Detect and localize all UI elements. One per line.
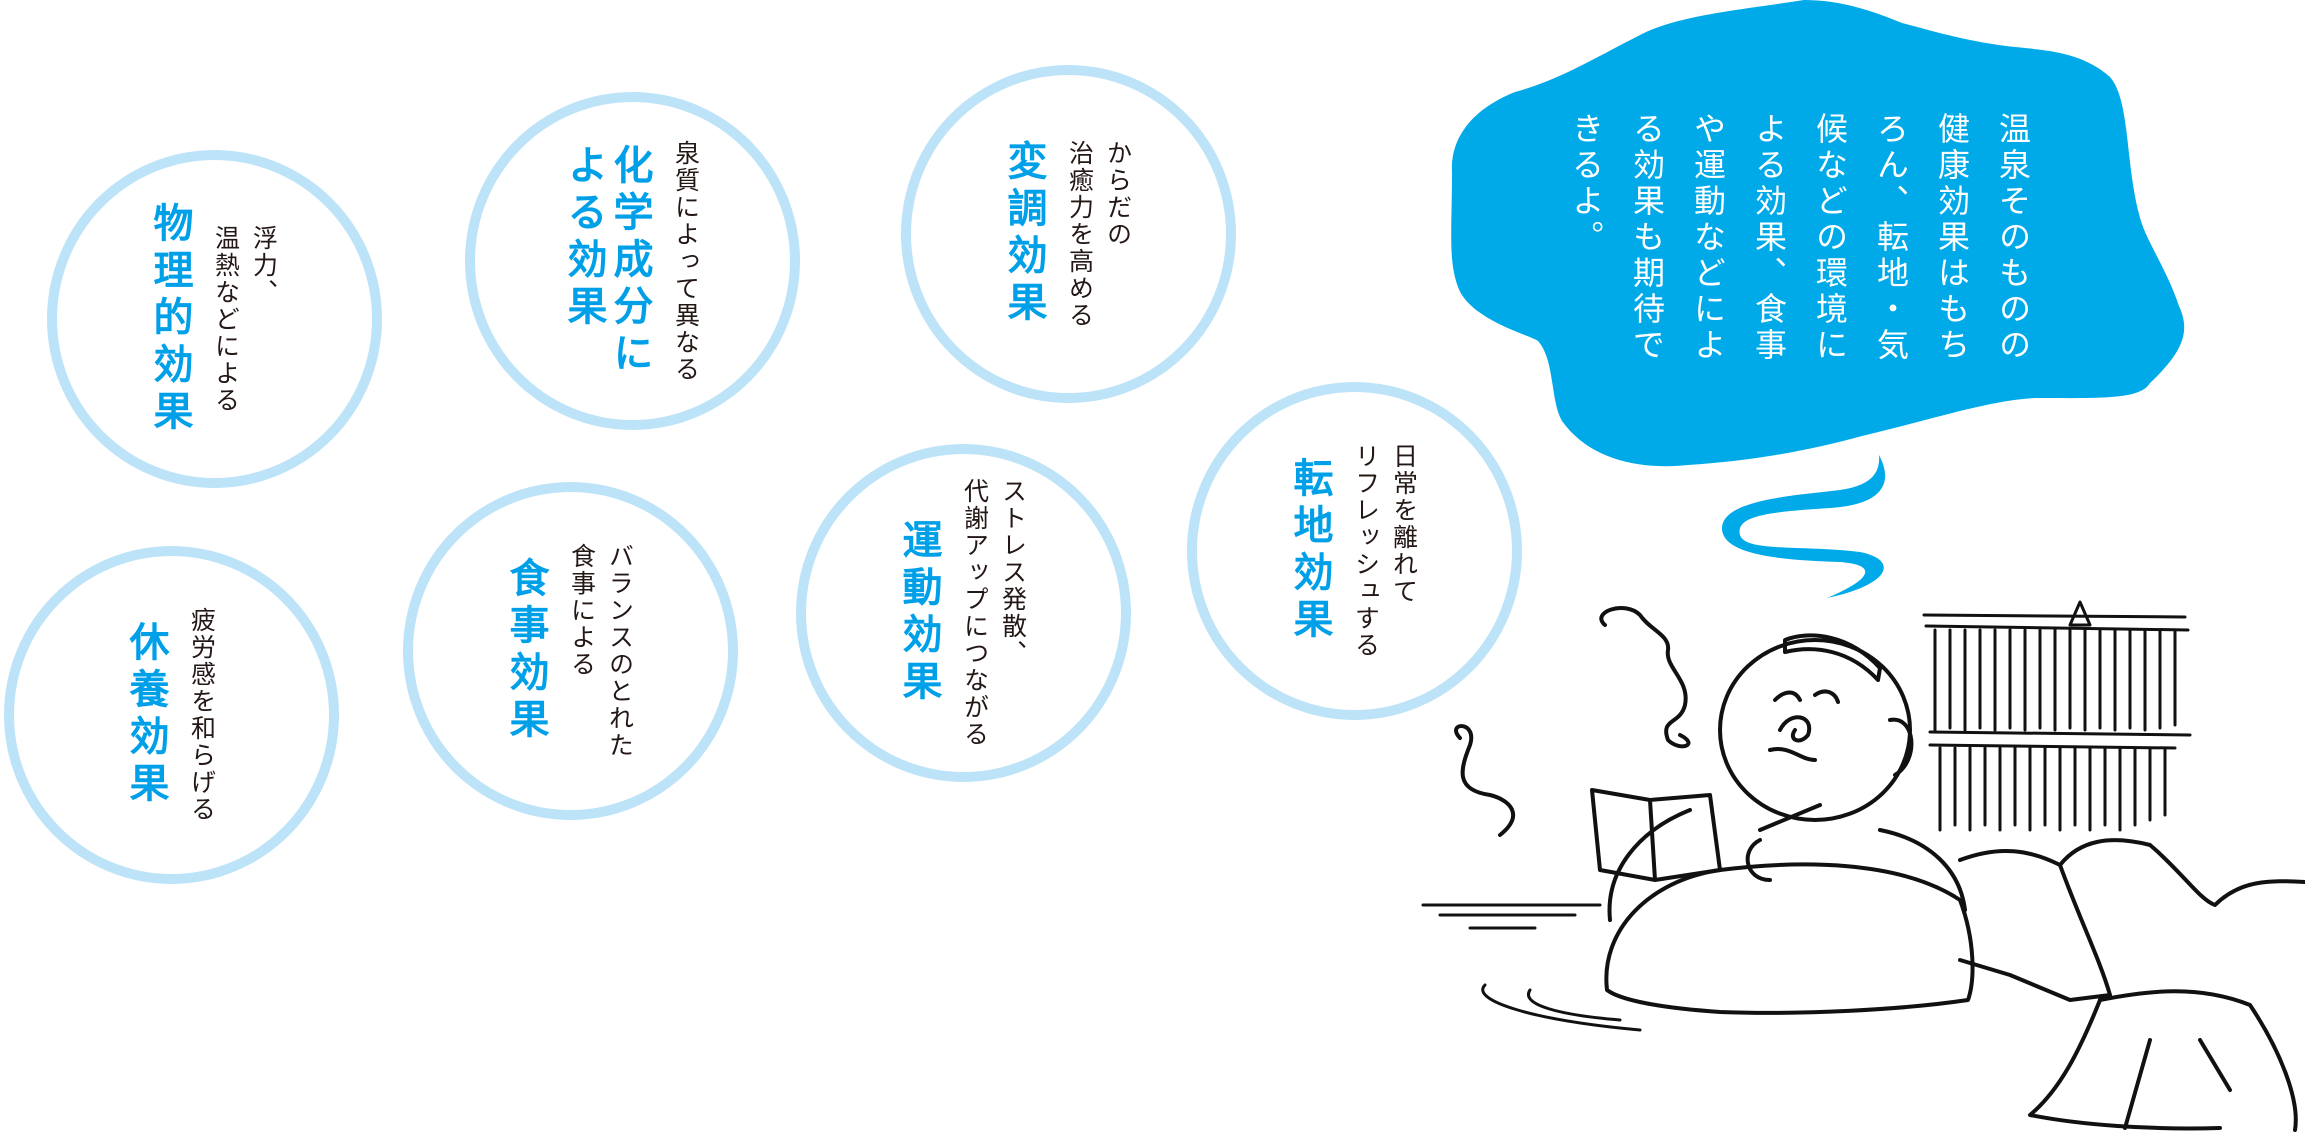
water-ripples	[1421, 903, 1642, 1032]
description-line: ストレス発散、	[998, 478, 1028, 667]
title-line: よる効果	[560, 143, 607, 332]
effect-title: 運動効果	[896, 519, 942, 707]
effect-circle-diet: バランスのとれた食事による 食事効果	[403, 482, 738, 820]
bamboo-fence	[1922, 600, 2192, 832]
description-line: 日常を離れて	[1389, 443, 1419, 605]
hand	[1745, 803, 1822, 882]
effect-description: 浮力、温熱などによる	[207, 225, 283, 414]
bubble-line: る効果も期待で	[1628, 112, 1666, 364]
title-line: 物理的効果	[146, 201, 193, 437]
bubble-line: 温泉そのものの	[1994, 112, 2032, 364]
effect-title: 化学成分による効果	[561, 144, 653, 379]
cap	[1783, 633, 1882, 682]
bubble-line: や運動などによ	[1689, 112, 1727, 364]
effect-circle-chemical: 泉質によって異なる 化学成分による効果	[465, 92, 800, 430]
description-line: 温熱などによる	[211, 224, 241, 414]
effect-description: 疲労感を和らげる	[183, 607, 221, 823]
book	[1590, 788, 1722, 882]
steam-tail	[1721, 455, 1886, 598]
bubble-line: 候などの環境に	[1811, 112, 1849, 364]
description-line: 泉質によって異なる	[671, 139, 701, 383]
effect-description: バランスのとれた食事による	[563, 543, 639, 759]
title-line: 転地効果	[1286, 457, 1333, 645]
title-line: 食事効果	[502, 557, 549, 745]
effect-circle-relocation: 日常を離れてリフレッシュする 転地効果	[1187, 382, 1522, 720]
bubble-line: よる効果、食事	[1750, 112, 1788, 364]
description-line: リフレッシュする	[1351, 443, 1381, 659]
description-line: バランスのとれた	[605, 543, 635, 759]
bathing-man-illustration	[1421, 600, 2305, 1132]
effect-circle-physical: 浮力、温熱などによる 物理的効果	[47, 150, 382, 488]
description-line: 代謝アップにつながる	[960, 478, 990, 748]
effect-circle-rest: 疲労感を和らげる 休養効果	[4, 546, 339, 884]
title-line: 運動効果	[895, 519, 942, 707]
effect-title: 転地効果	[1287, 457, 1333, 645]
effect-description: 泉質によって異なる	[667, 140, 705, 383]
effect-description: 日常を離れてリフレッシュする	[1347, 443, 1423, 659]
ear	[1888, 717, 1914, 777]
bubble-line: きるよ。	[1567, 112, 1605, 256]
effect-description: ストレス発散、代謝アップにつながる	[956, 478, 1032, 748]
face	[1768, 689, 1840, 762]
rocks	[1958, 838, 2305, 1132]
steam-squiggles	[1454, 606, 1691, 837]
speech-bubble	[1451, 0, 2185, 467]
description-line: 治癒力を高める	[1065, 139, 1095, 329]
description-line: 浮力、	[249, 224, 279, 306]
effect-title: 物理的効果	[147, 202, 193, 437]
title-line: 休養効果	[122, 621, 169, 809]
body	[1604, 862, 1975, 1015]
effect-circle-exercise: ストレス発散、代謝アップにつながる 運動効果	[796, 444, 1131, 782]
effect-title: 変調効果	[1001, 140, 1047, 328]
title-line: 化学成分に	[606, 143, 653, 379]
bubble-line: 健康効果はもち	[1933, 112, 1971, 364]
effect-description: からだの治癒力を高める	[1061, 140, 1137, 329]
description-line: 食事による	[567, 543, 597, 678]
description-line: からだの	[1103, 139, 1133, 248]
title-line: 変調効果	[1000, 140, 1047, 328]
effect-circle-modulation: からだの治癒力を高める 変調効果	[901, 65, 1236, 403]
description-line: 疲労感を和らげる	[187, 607, 217, 823]
bubble-line: ろん、転地・気	[1872, 112, 1910, 364]
effect-title: 食事効果	[503, 557, 549, 745]
speech-bubble-text: 温泉そのものの 健康効果はもち ろん、転地・気 候などの環境に よる効果、食事 …	[1555, 112, 2043, 364]
bather	[1590, 633, 1975, 1015]
effect-title: 休養効果	[123, 621, 169, 809]
shoulders	[1607, 808, 1967, 922]
